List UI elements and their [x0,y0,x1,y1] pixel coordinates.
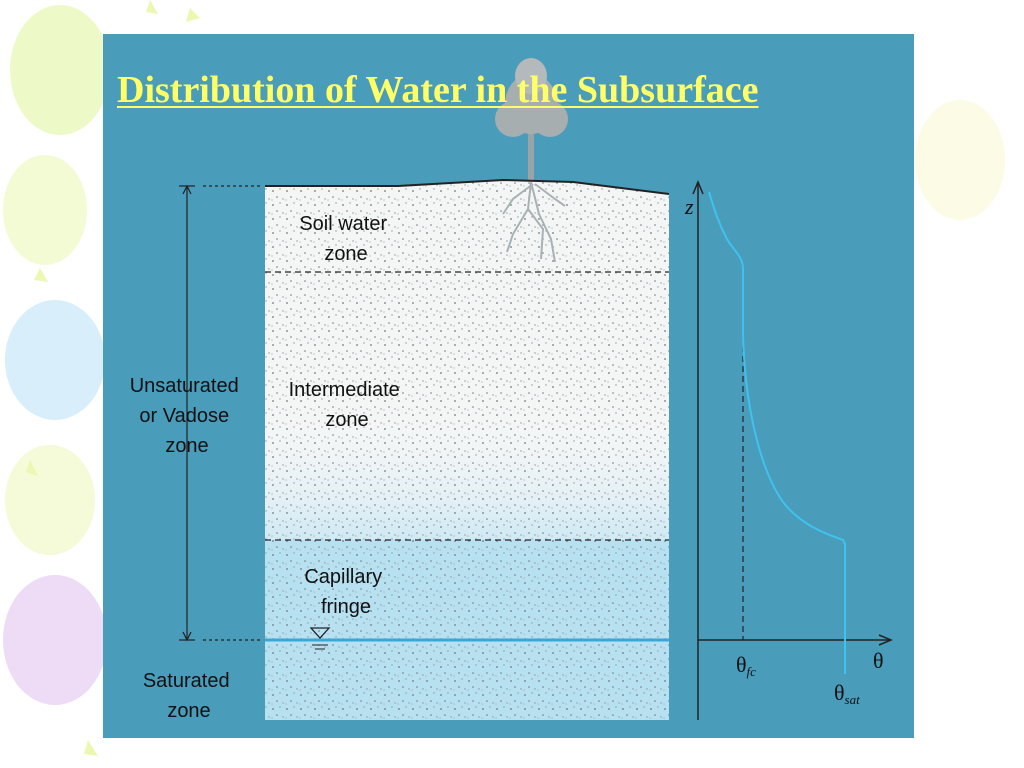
water-table-symbol-icon [309,627,331,650]
balloon-shape [5,445,95,555]
theta-sat-label: θsat [834,680,860,707]
balloon-shape [3,575,107,705]
moisture-profile-curve [708,191,846,674]
intermediate-zone-label: Intermediate zone [289,379,406,431]
soil-water-zone-label: Soil water zone [299,213,392,265]
moisture-profile-axes [692,180,893,720]
vadose-zone-label: Unsaturated or Vadose zone [130,375,245,457]
tree-roots [502,181,566,263]
tree-icon [495,58,568,186]
balloon-shape [10,5,110,135]
theta-fc-label: θfc [736,652,756,679]
z-axis-label: z [684,194,694,219]
balloon-shape [915,100,1005,220]
balloon-shape [3,155,87,265]
theta-axis-label: θ [873,648,884,673]
vadose-zone-bracket [179,184,263,642]
capillary-fringe-label: Capillary fringe [304,566,387,618]
subsurface-water-diagram: Soil water zone Intermediate zone Capill… [130,58,893,722]
saturated-zone-label: Saturated zone [143,670,235,722]
balloon-shape [5,300,105,420]
slide-title: Distribution of Water in the Subsurface [117,69,759,111]
soil-column [265,178,670,720]
